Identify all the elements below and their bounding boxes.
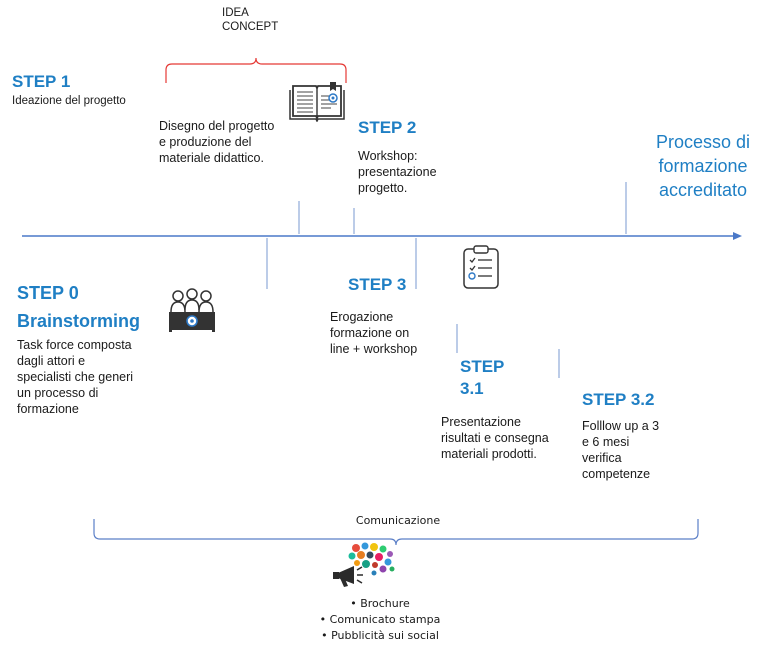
- step3-1-desc-line: materiali prodotti.: [441, 447, 537, 461]
- step1-detail-line: Disegno del progetto: [159, 119, 275, 133]
- step2-title: STEP 2: [358, 118, 417, 137]
- step3-block: STEP 3: [348, 275, 406, 295]
- step1-detail-line: materiale didattico.: [159, 151, 264, 165]
- step0-desc-line: un processo di: [17, 386, 99, 400]
- step1-detail-line: e produzione del: [159, 135, 252, 149]
- clipboard-checklist-icon: [463, 245, 499, 289]
- megaphone-icon: [333, 542, 395, 587]
- book-icon: [289, 82, 345, 122]
- step3-desc-line: formazione on: [330, 326, 410, 340]
- idea-concept-label: IDEA CONCEPT: [222, 6, 278, 34]
- step3-1-desc: Presentazione risultati e consegna mater…: [441, 414, 549, 462]
- process-label: Processo di formazione accreditato: [640, 130, 766, 202]
- step3-2-desc-line: verifica: [582, 451, 622, 465]
- step3-1-desc-line: risultati e consegna: [441, 431, 549, 445]
- idea-concept-line1: IDEA: [222, 7, 249, 19]
- step3-2-title: STEP 3.2: [582, 390, 655, 409]
- process-line: Processo di: [655, 132, 751, 152]
- step0-title: STEP 0: [17, 283, 79, 303]
- step1-block: STEP 1 Ideazione del progetto: [12, 72, 126, 108]
- step1-desc: Ideazione del progetto: [12, 95, 126, 107]
- step0-desc-line: formazione: [17, 402, 79, 416]
- process-line: accreditato: [658, 180, 748, 200]
- step0-subtitle: Brainstorming: [17, 311, 141, 331]
- idea-concept-line2: CONCEPT: [222, 21, 279, 33]
- step0-desc-line: Task force composta: [17, 338, 132, 352]
- step3-1-title-line2: 3.1: [460, 379, 484, 398]
- step3-1-block: STEP 3.1: [460, 356, 504, 400]
- timeline-arrowhead: [733, 232, 742, 240]
- step3-1-title-line1: STEP: [460, 357, 505, 376]
- process-line: formazione: [658, 156, 748, 176]
- megaphone-shape: [333, 566, 363, 587]
- communication-brace: [93, 519, 699, 546]
- step3-title: STEP 3: [348, 275, 407, 294]
- step3-2-desc-line: competenze: [582, 467, 651, 481]
- step2-desc-line: progetto.: [358, 181, 408, 195]
- step3-desc-line: Erogazione: [330, 310, 394, 324]
- step3-2-desc-line: e 6 mesi: [582, 435, 630, 449]
- bullet-item: Comunicato stampa: [280, 612, 480, 628]
- step3-2-block: STEP 3.2 Folllow up a 3 e 6 mesi verific…: [582, 390, 659, 482]
- step1-title: STEP 1: [12, 72, 71, 91]
- step3-1-desc-line: Presentazione: [441, 415, 521, 429]
- step3-desc-line: line + workshop: [330, 342, 418, 356]
- bullet-item: Pubblicità sui social: [280, 628, 480, 644]
- step2-desc-line: Workshop:: [358, 149, 418, 163]
- step1-detail-block: Disegno del progetto e produzione del ma…: [159, 118, 274, 166]
- step2-block: STEP 2 Workshop: presentazione progetto.: [358, 118, 437, 196]
- social-icons-cloud: [348, 542, 395, 576]
- step3-2-desc-line: Folllow up a 3: [582, 419, 660, 433]
- communication-bullets: Brochure Comunicato stampa Pubblicità su…: [280, 596, 480, 644]
- step0-block: STEP 0 Brainstorming Task force composta…: [17, 283, 140, 417]
- step0-desc-line: specialisti che generi: [17, 370, 134, 384]
- communication-label: Comunicazione: [355, 514, 441, 527]
- bullet-item: Brochure: [280, 596, 480, 612]
- team-icon: [169, 288, 215, 332]
- step0-desc-line: dagli attori e: [17, 354, 86, 368]
- step2-desc-line: presentazione: [358, 165, 437, 179]
- step3-desc: Erogazione formazione on line + workshop: [330, 309, 417, 357]
- idea-concept-brace: [165, 57, 347, 83]
